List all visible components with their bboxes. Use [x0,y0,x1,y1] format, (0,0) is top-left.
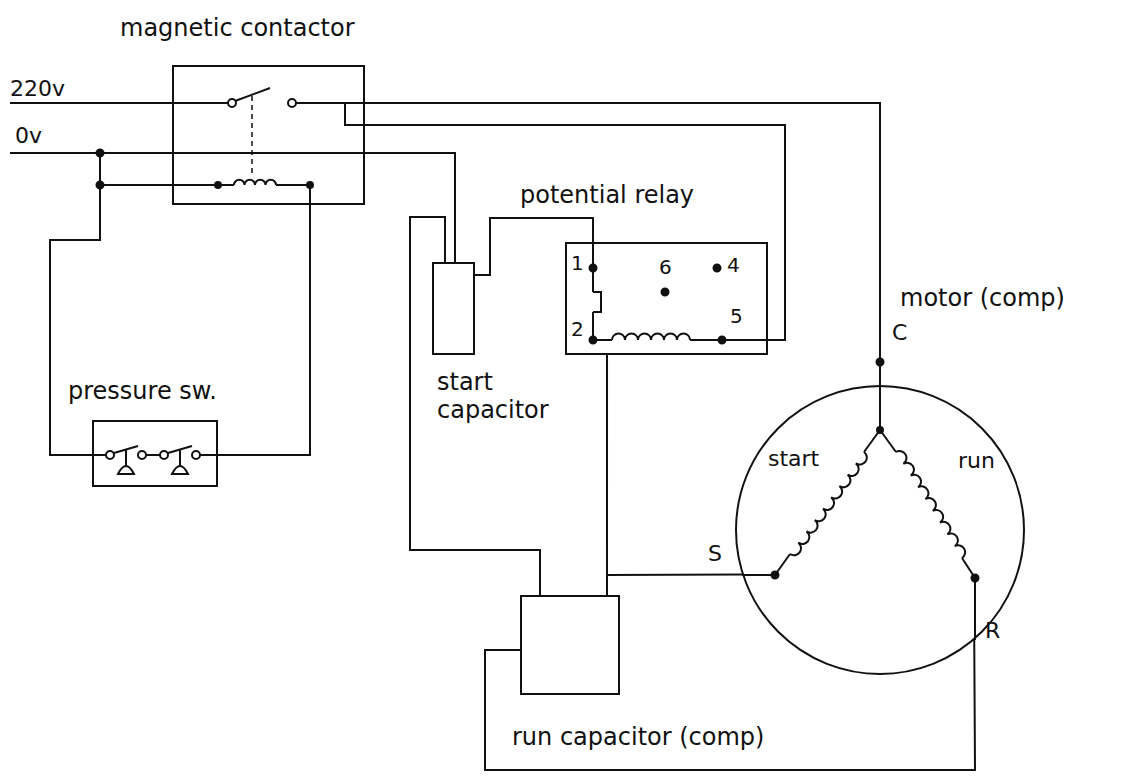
contact-terminal [288,99,296,107]
motor-outline [736,386,1024,674]
winding-label: run [958,448,995,473]
pin-number: 4 [727,254,740,277]
component-label: pressure sw. [68,378,217,406]
pin-number: 5 [730,305,743,328]
bellows-stem [179,450,181,466]
coil-terminal [215,182,221,188]
capacitor-box: run capacitor (comp) [520,595,620,695]
motor-lead [880,430,896,452]
capacitor-box: start capacitor [432,262,475,355]
neutral-wire [50,153,100,455]
terminal-label: S [708,541,722,566]
terminal-dot [972,575,979,582]
wire [607,355,743,575]
wire [365,125,785,340]
component-label: potential relay [520,182,694,210]
relay-contact [592,312,594,340]
relay-wire [596,339,612,341]
bellows-stem [125,450,127,466]
pressure-bellows [118,466,134,474]
wire [365,103,880,386]
contact-wire [296,102,365,104]
motor-outline [735,385,1025,675]
relay-pin [714,265,721,272]
component-label: magnetic contactor [120,15,355,43]
motor-lead [974,581,976,640]
relay-coil [612,334,690,341]
mechanical-link [251,96,253,176]
switch-wire [200,454,218,456]
relay-pin [719,337,726,344]
switch-box: pressure sw. [92,420,218,487]
component-label: motor (comp) [900,285,1065,313]
switch-terminal [106,451,114,459]
coil-windings [234,180,965,558]
contactor-coil [234,180,276,185]
coil-wire [309,185,311,205]
switch-terminal [192,451,200,459]
switch-terminal [138,451,146,459]
motor-lead [864,430,880,452]
pin-number: 1 [571,252,584,275]
contact-wire [345,103,365,125]
winding-label: start [768,446,819,471]
pressure-bellows [172,466,188,474]
relay-wire [592,242,594,265]
supply-label: 220v [10,76,65,101]
terminal-dot [772,572,779,579]
wire [485,639,975,770]
motor-lead [742,574,772,576]
relay-contact [592,268,594,292]
switch-wire [92,454,106,456]
relay-wire [725,339,768,341]
contactor-wiring [10,88,365,474]
neutral-wire [10,152,365,154]
relay-internals [590,242,769,344]
relay-pin [662,289,669,296]
coil-wire [276,184,307,186]
switch-terminal [160,451,168,459]
pin-number: 2 [571,318,584,341]
motor-lead [879,385,881,428]
coil-wire [221,184,234,186]
terminal-label: R [985,618,1000,643]
supply-label: 0v [15,123,42,148]
terminal-label: C [892,320,907,345]
contactor-box: magnetic contactor [172,65,365,205]
relay-wire [690,339,719,341]
relay-contact [593,292,601,312]
supply-wire [10,102,228,104]
component-label: run capacitor (comp) [512,724,764,752]
wire [218,205,310,455]
pin-number: 6 [659,256,672,279]
coil-wire [100,184,215,186]
switch-wire [146,454,160,456]
wire [475,218,593,275]
run-winding [896,451,965,558]
component-label: start capacitor [437,369,577,424]
motor-circle: motor (comp) [735,385,1025,675]
